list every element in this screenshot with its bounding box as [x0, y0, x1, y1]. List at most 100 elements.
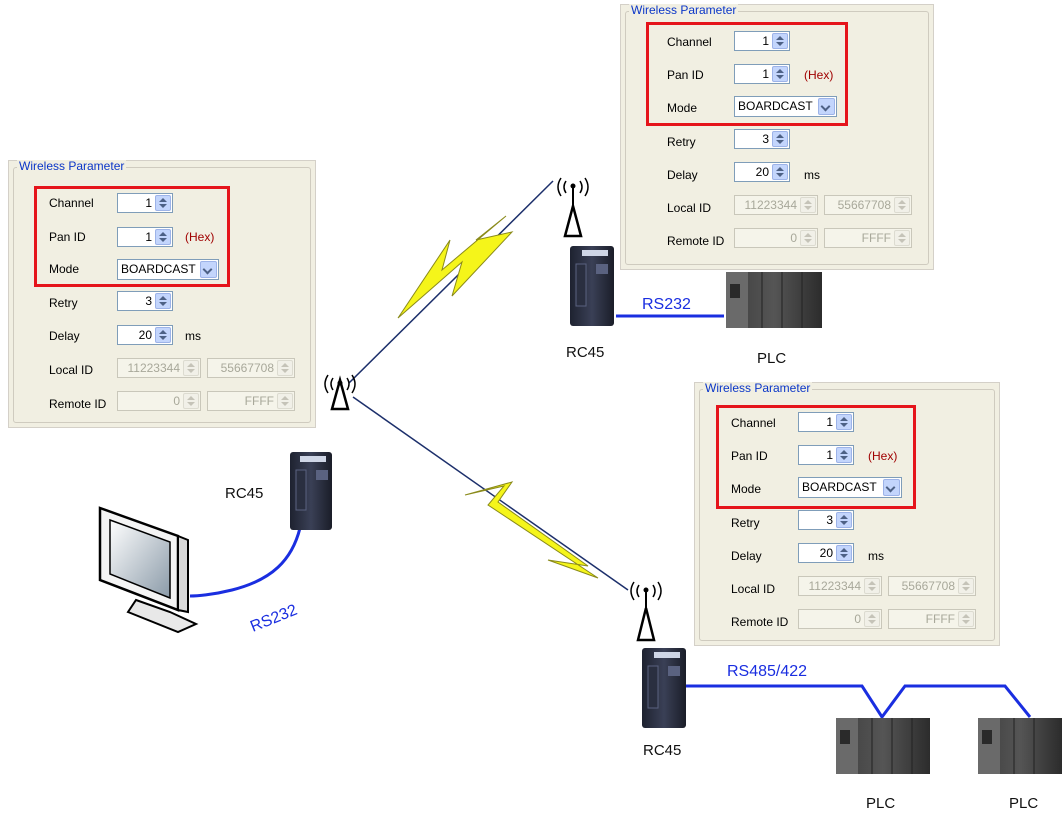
spinner-arrows-icon[interactable]: [772, 164, 788, 180]
groupbox-frame: [625, 11, 929, 265]
spinner-arrows-icon[interactable]: [155, 195, 171, 211]
spinner-arrows-icon[interactable]: [155, 327, 171, 343]
local-id-value-1: 11223344: [127, 361, 181, 375]
mode-value: BOARDCAST: [802, 480, 877, 494]
pan-id-value: 1: [145, 230, 152, 244]
cable-pc: [189, 527, 302, 598]
spinner-arrows-icon: [894, 230, 910, 246]
spinner-arrows-icon[interactable]: [836, 545, 852, 561]
delay-value: 20: [819, 546, 833, 560]
retry-spinner[interactable]: 3: [734, 129, 790, 149]
local-id-spinner-2: 55667708: [207, 358, 295, 378]
mode-select[interactable]: BOARDCAST: [734, 96, 837, 117]
channel-spinner[interactable]: 1: [798, 412, 854, 432]
cable-bottom: [682, 684, 1032, 720]
plc-label-bottom-1: PLC: [866, 795, 896, 812]
spinner-arrows-icon: [800, 230, 816, 246]
spinner-arrows-icon[interactable]: [836, 414, 852, 430]
local-id-spinner-1: 11223344: [798, 576, 882, 596]
local-id-value-1: 11223344: [744, 198, 798, 212]
delay-spinner[interactable]: 20: [798, 543, 854, 563]
local-id-label: Local ID: [49, 363, 94, 377]
spinner-arrows-icon: [894, 197, 910, 213]
retry-spinner[interactable]: 3: [798, 510, 854, 530]
local-id-spinner-2: 55667708: [824, 195, 912, 215]
channel-spinner[interactable]: 1: [734, 31, 790, 51]
local-id-value-1: 11223344: [808, 579, 862, 593]
rc45-label-bottom: RC45: [643, 742, 682, 759]
spinner-arrows-icon: [183, 360, 199, 376]
spinner-arrows-icon[interactable]: [772, 33, 788, 49]
delay-unit: ms: [804, 168, 820, 182]
mode-select[interactable]: BOARDCAST: [117, 259, 219, 280]
remote-id-spinner-1: 0: [798, 609, 882, 629]
spinner-arrows-icon: [183, 393, 199, 409]
spinner-arrows-icon[interactable]: [155, 229, 171, 245]
spinner-arrows-icon[interactable]: [772, 66, 788, 82]
rs232-label-top: RS232: [642, 296, 691, 313]
retry-spinner[interactable]: 3: [117, 291, 173, 311]
wireless-parameter-panel: Wireless Parameter Channel 1 Pan ID 1 (H…: [694, 382, 1000, 646]
spinner-arrows-icon: [864, 578, 880, 594]
delay-value: 20: [138, 328, 152, 342]
channel-spinner[interactable]: 1: [117, 193, 173, 213]
remote-id-value-1: 0: [173, 394, 180, 408]
highlight-box: [646, 22, 848, 126]
channel-value: 1: [762, 34, 769, 48]
spinner-arrows-icon: [277, 393, 293, 409]
remote-id-spinner-1: 0: [117, 391, 201, 411]
hex-label: (Hex): [868, 449, 898, 463]
rc45-device-icon: [642, 648, 686, 728]
pan-id-value: 1: [762, 67, 769, 81]
chevron-down-icon[interactable]: [883, 479, 900, 496]
spinner-arrows-icon[interactable]: [155, 293, 171, 309]
pan-id-spinner[interactable]: 1: [798, 445, 854, 465]
chevron-down-icon[interactable]: [200, 261, 217, 278]
remote-id-label: Remote ID: [49, 397, 107, 411]
chevron-down-icon[interactable]: [818, 98, 835, 115]
remote-id-spinner-2: FFFF: [888, 609, 976, 629]
plc-label-bottom-2: PLC: [1009, 795, 1039, 812]
local-id-spinner-1: 11223344: [117, 358, 201, 378]
pan-id-spinner[interactable]: 1: [117, 227, 173, 247]
spinner-arrows-icon: [800, 197, 816, 213]
pan-id-label: Pan ID: [667, 68, 704, 82]
channel-value: 1: [145, 196, 152, 210]
retry-label: Retry: [49, 296, 78, 310]
mode-value: BOARDCAST: [738, 99, 813, 113]
plc-icon: [726, 272, 822, 328]
rc45-device-icon: [570, 246, 614, 326]
monitor-icon: [98, 506, 199, 634]
mode-label: Mode: [731, 482, 762, 496]
rc45-device-icon: [290, 452, 332, 530]
channel-label: Channel: [667, 35, 712, 49]
retry-value: 3: [145, 294, 152, 308]
retry-value: 3: [762, 132, 769, 146]
remote-id-label: Remote ID: [667, 234, 725, 248]
retry-label: Retry: [731, 516, 760, 530]
delay-label: Delay: [731, 549, 762, 563]
mode-select[interactable]: BOARDCAST: [798, 477, 902, 498]
panel-legend: Wireless Parameter: [703, 381, 813, 395]
spinner-arrows-icon[interactable]: [772, 131, 788, 147]
retry-value: 3: [826, 513, 833, 527]
remote-id-spinner-2: FFFF: [207, 391, 295, 411]
local-id-value-2: 55667708: [220, 361, 274, 375]
spinner-arrows-icon: [958, 578, 974, 594]
delay-spinner[interactable]: 20: [734, 162, 790, 182]
spinner-arrows-icon[interactable]: [836, 447, 852, 463]
mode-value: BOARDCAST: [121, 262, 196, 276]
pan-id-label: Pan ID: [731, 449, 768, 463]
lightning-bolt-icon: [464, 481, 599, 579]
wireless-parameter-panel: Wireless Parameter Channel 1 Pan ID 1 (H…: [620, 4, 934, 270]
delay-spinner[interactable]: 20: [117, 325, 173, 345]
mode-label: Mode: [667, 101, 698, 115]
pan-id-spinner[interactable]: 1: [734, 64, 790, 84]
rs485-label-bottom: RS485/422: [727, 663, 808, 680]
spinner-arrows-icon: [958, 611, 974, 627]
spinner-arrows-icon[interactable]: [836, 512, 852, 528]
rc45-label-left: RC45: [225, 485, 264, 502]
groupbox-frame: [699, 389, 995, 641]
plc-label-top: PLC: [757, 350, 787, 367]
